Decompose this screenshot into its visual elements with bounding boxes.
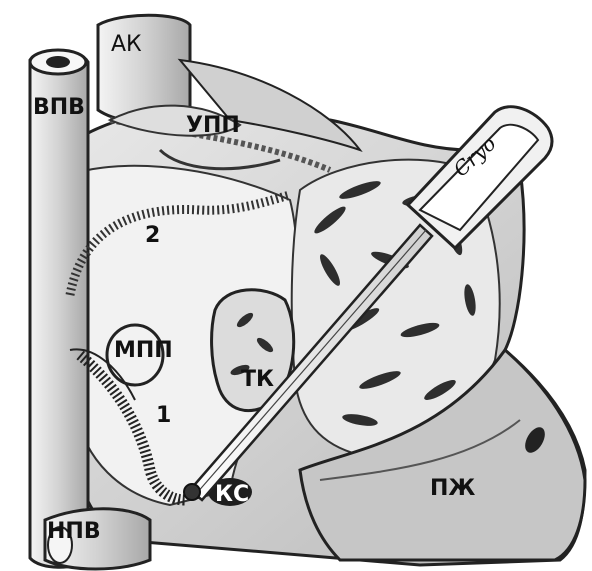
label-2: 2 — [145, 225, 160, 247]
probe-tip — [184, 484, 200, 500]
label-ks: КС — [215, 484, 249, 506]
label-upp: УПП — [186, 115, 240, 137]
label-mpp: МПП — [114, 340, 173, 362]
superior-vena-cava — [30, 51, 88, 567]
label-pzh: ПЖ — [430, 478, 475, 500]
label-ak: АК — [111, 34, 142, 56]
label-tk: ТК — [241, 369, 274, 391]
label-1: 1 — [156, 405, 171, 427]
label-npv: НПВ — [47, 521, 101, 543]
label-vpv: ВПВ — [33, 97, 85, 119]
